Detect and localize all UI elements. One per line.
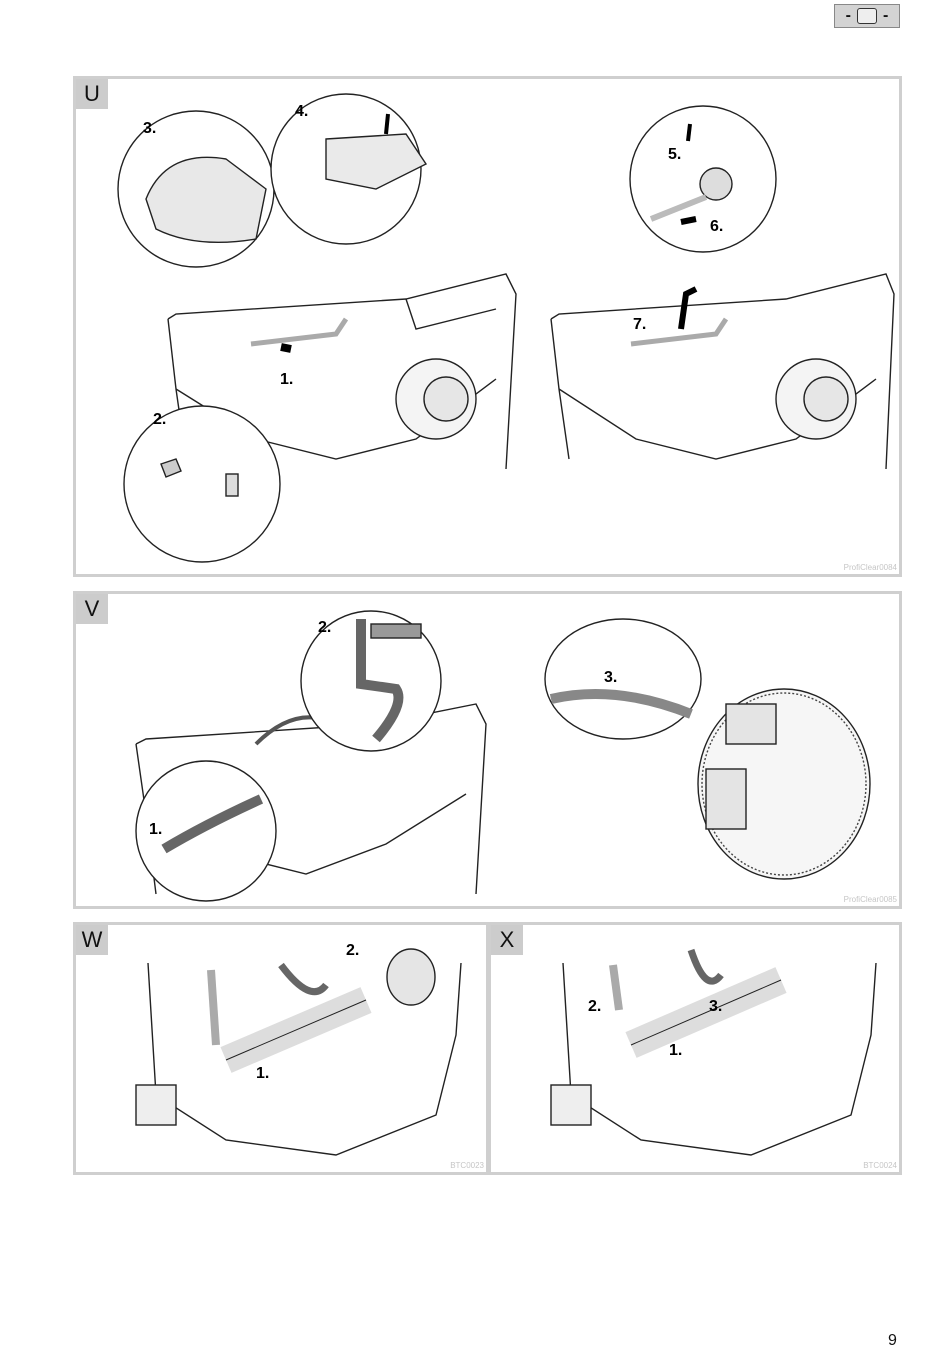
figure-code: BTC0024 — [863, 1161, 897, 1170]
panel-v: V 1. 2. 3. ProfiClear0085 — [73, 591, 902, 909]
panel-w: W 1. 2. BTC0023 — [73, 922, 489, 1175]
section-tab: - - — [834, 4, 900, 28]
step-1-label: 1. — [256, 1065, 269, 1082]
step-2-label: 2. — [346, 942, 359, 959]
step-2-label: 2. — [153, 411, 166, 428]
panel-u: U 1. 2. — [73, 76, 902, 577]
step-3-label: 3. — [709, 998, 722, 1015]
panel-letter: V — [76, 594, 108, 624]
figure-code: ProfiClear0084 — [843, 563, 897, 572]
step-3-label: 3. — [604, 669, 617, 686]
panel-letter: U — [76, 79, 108, 109]
step-7-label: 7. — [633, 316, 646, 333]
step-2-label: 2. — [588, 998, 601, 1015]
step-1-label: 1. — [669, 1042, 682, 1059]
panel-letter: X — [491, 925, 523, 955]
panel-w-illustration — [135, 948, 462, 1156]
tab-dash-right: - — [883, 7, 889, 24]
step-1-label: 1. — [149, 821, 162, 838]
panel-v-illustration — [135, 610, 871, 902]
panel-u-illustration — [117, 93, 895, 563]
panel-x-labels: 1. 2. 3. — [588, 998, 722, 1059]
step-4-label: 4. — [295, 103, 308, 120]
square-icon — [857, 8, 877, 24]
panel-u-labels: 1. 2. 3. 4. 5. 6. 7. — [143, 103, 723, 428]
step-6-label: 6. — [710, 218, 723, 235]
panel-x-illustration — [550, 948, 877, 1156]
panel-x: X 1. 2. 3. BTC0024 — [488, 922, 902, 1175]
step-5-label: 5. — [668, 146, 681, 163]
panel-letter: W — [76, 925, 108, 955]
page-number: 9 — [888, 1332, 897, 1349]
step-3-label: 3. — [143, 120, 156, 137]
step-2-label: 2. — [318, 619, 331, 636]
figure-code: BTC0023 — [450, 1161, 484, 1170]
step-1-label: 1. — [280, 371, 293, 388]
figure-code: ProfiClear0085 — [843, 895, 897, 904]
tab-dash-left: - — [845, 7, 851, 24]
panel-v-labels: 1. 2. 3. — [149, 619, 617, 838]
panel-w-labels: 1. 2. — [256, 942, 359, 1082]
